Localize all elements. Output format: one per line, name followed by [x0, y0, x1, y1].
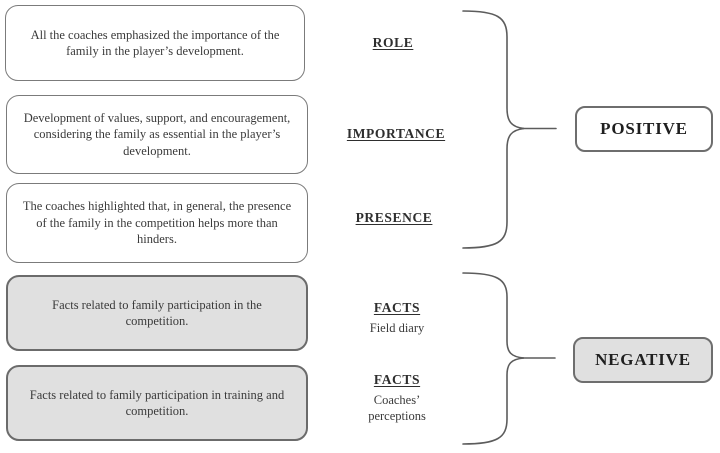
finding-box-facts-competition: Facts related to family participation in… — [6, 275, 308, 351]
positive-brace-icon — [462, 10, 557, 249]
category-title: FACTS — [373, 372, 421, 387]
category-label-presence: PRESENCE — [356, 209, 433, 227]
category-title: FACTS — [373, 300, 421, 315]
finding-text: Facts related to family participation in… — [52, 297, 262, 329]
finding-text: Facts related to family participation in… — [29, 387, 285, 419]
outcome-box-negative: NEGATIVE — [573, 337, 713, 383]
category-label-role: ROLE — [373, 34, 414, 52]
finding-box-importance: Development of values, support, and enco… — [6, 95, 308, 174]
finding-box-presence: The coaches highlighted that, in general… — [6, 183, 308, 263]
category-subtitle: Coaches’ perceptions — [368, 393, 426, 423]
outcome-box-positive: POSITIVE — [575, 106, 713, 152]
category-label-facts-coaches-perceptions: FACTS Coaches’ perceptions — [347, 371, 447, 424]
category-label-facts-field-diary: FACTS Field diary — [370, 299, 425, 336]
negative-brace-icon — [462, 272, 556, 445]
finding-text: The coaches highlighted that, in general… — [22, 199, 292, 247]
finding-text: Development of values, support, and enco… — [23, 110, 291, 158]
outcome-label: NEGATIVE — [595, 350, 691, 369]
finding-text: All the coaches emphasized the importanc… — [30, 27, 280, 59]
category-title: ROLE — [372, 35, 414, 50]
category-title: IMPORTANCE — [346, 126, 446, 141]
category-label-importance: IMPORTANCE — [347, 125, 445, 143]
category-title: PRESENCE — [355, 210, 433, 225]
finding-box-role: All the coaches emphasized the importanc… — [5, 5, 305, 81]
outcome-label: POSITIVE — [600, 119, 688, 138]
category-subtitle: Field diary — [369, 321, 425, 335]
finding-box-facts-training: Facts related to family participation in… — [6, 365, 308, 441]
